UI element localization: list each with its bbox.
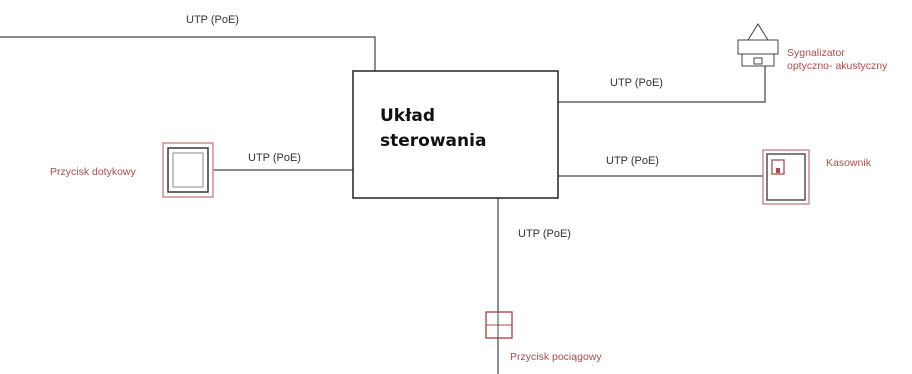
signalizer-icon <box>737 23 779 67</box>
pull-button-icon <box>485 311 513 339</box>
touch-button-icon <box>162 142 214 198</box>
cashier-cable-label: UTP (PoE) <box>606 155 659 167</box>
touch-button-cable-label: UTP (PoE) <box>248 152 301 164</box>
controller-box <box>352 70 559 199</box>
controller-title-line1: Układ <box>380 106 436 126</box>
pull-button-cable-label: UTP (PoE) <box>518 228 571 240</box>
cashier-label: Kasownik <box>826 157 871 169</box>
cashier-icon <box>762 149 810 205</box>
signalizer-label-line1: Sygnalizator <box>787 47 845 59</box>
pull-button-label: Przycisk pociągowy <box>510 351 602 363</box>
uplink-cable <box>0 36 376 71</box>
controller-title: Układ sterowania <box>380 104 486 154</box>
touch-button-label: Przycisk dotykowy <box>50 166 136 178</box>
signalizer-cable <box>558 66 766 103</box>
signalizer-label-line2: optyczno- akustyczny <box>787 60 888 72</box>
signalizer-cable-label: UTP (PoE) <box>610 77 663 89</box>
uplink-cable-label: UTP (PoE) <box>186 14 239 26</box>
controller-title-line2: sterowania <box>380 131 487 151</box>
